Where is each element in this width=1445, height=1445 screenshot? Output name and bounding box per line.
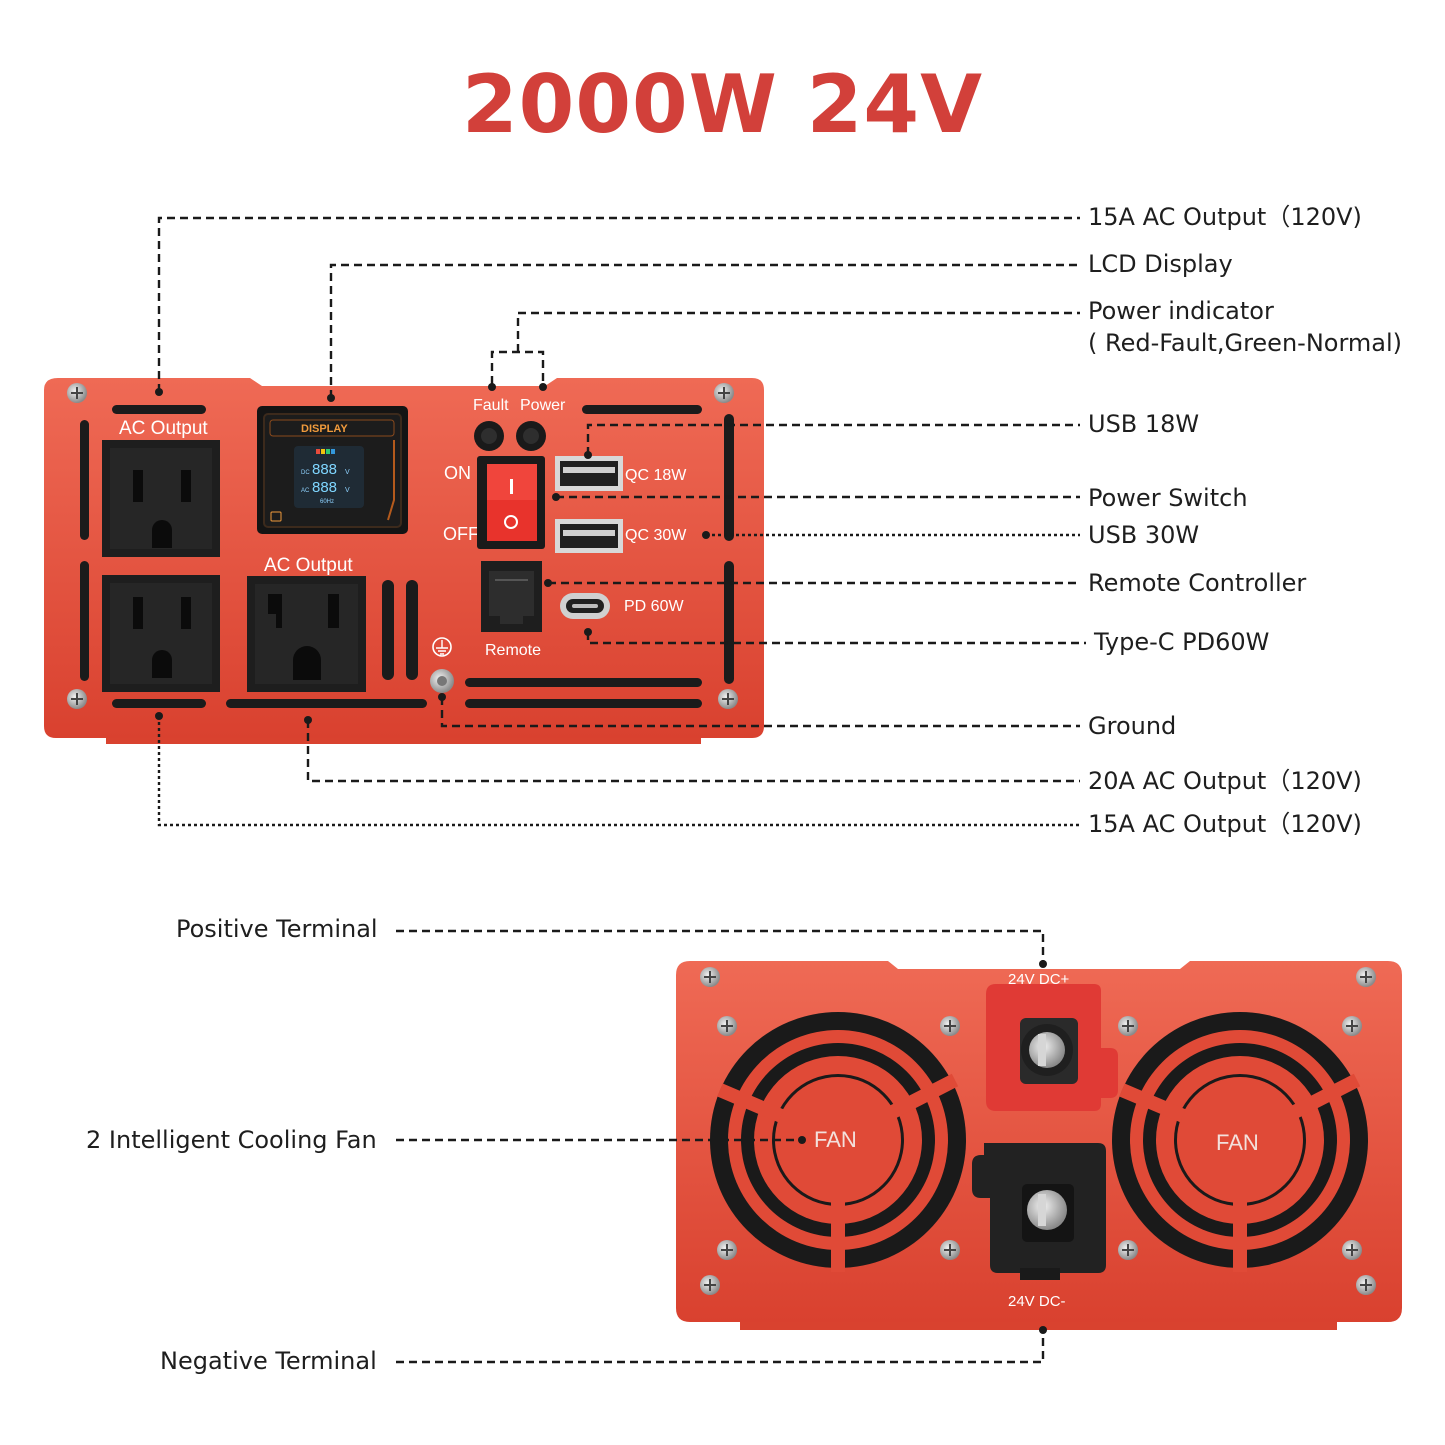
callout-15a-ac-output-top: 15A AC Output（120V) (1088, 203, 1362, 231)
label-ac-output-20a: AC Output (264, 555, 353, 576)
callout-power-indicator: Power indicator (1088, 297, 1274, 325)
screw-icon (718, 689, 738, 709)
ground-icon (432, 637, 452, 657)
label-display: DISPLAY (301, 423, 348, 435)
screw-icon (700, 1275, 720, 1295)
lcd-dc-value: 888 (312, 461, 337, 478)
callout-negative-terminal: Negative Terminal (160, 1347, 377, 1375)
callout-cooling-fan: 2 Intelligent Cooling Fan (86, 1126, 377, 1154)
screw-icon (940, 1016, 960, 1036)
waveform-icon (270, 511, 282, 522)
ac-outlet-15a-top[interactable] (102, 440, 220, 557)
callout-remote-controller: Remote Controller (1088, 569, 1307, 597)
positive-terminal[interactable] (986, 984, 1118, 1111)
front-leader-lines (157, 216, 1086, 783)
screw-icon (700, 967, 720, 987)
callout-lcd-display: LCD Display (1088, 250, 1233, 278)
label-fan-right: FAN (1216, 1130, 1259, 1155)
front-panel: AC Output AC Output DISPLAY DC 888 V AC … (44, 378, 764, 744)
screw-icon (1118, 1016, 1138, 1036)
label-qc18: QC 18W (625, 467, 687, 484)
label-fault: Fault (473, 397, 509, 414)
ac-outlet-15a-bottom[interactable] (102, 575, 220, 692)
label-pd60: PD 60W (624, 598, 684, 615)
label-fan-left: FAN (814, 1127, 857, 1152)
label-ac-output: AC Output (119, 418, 208, 439)
lcd-ac-label: AC (301, 488, 310, 494)
label-off: OFF (443, 524, 479, 544)
leader-dots (155, 383, 710, 724)
callout-power-indicator-note: ( Red-Fault,Green-Normal) (1088, 329, 1403, 357)
power-indicator-light (516, 421, 546, 451)
screw-icon (1356, 967, 1376, 987)
screw-icon (67, 383, 87, 403)
screw-icon (1342, 1016, 1362, 1036)
callout-positive-terminal: Positive Terminal (176, 915, 378, 943)
rear-leader-dots (798, 960, 1047, 1334)
label-power: Power (520, 397, 566, 414)
lcd-v1: V (345, 469, 350, 476)
screw-icon (1356, 1275, 1376, 1295)
screw-icon (717, 1016, 737, 1036)
label-on: ON (444, 463, 471, 483)
callout-20a-ac-output: 20A AC Output（120V) (1088, 767, 1362, 795)
cooling-fan-right (1112, 1012, 1368, 1272)
rear-leader-lines (396, 929, 1045, 1364)
screw-icon (717, 1240, 737, 1260)
label-dc-minus: 24V DC- (1008, 1293, 1066, 1310)
screw-icon (714, 383, 734, 403)
callout-usb-30w: USB 30W (1088, 521, 1200, 549)
callout-power-switch: Power Switch (1088, 484, 1248, 512)
lcd-dc-label: DC (301, 470, 310, 476)
usb-port-qc30[interactable] (555, 519, 623, 553)
screw-icon (940, 1240, 960, 1260)
screw-icon (1118, 1240, 1138, 1260)
usb-port-qc18[interactable] (555, 456, 623, 491)
fault-indicator-light (474, 421, 504, 451)
ground-terminal[interactable] (430, 669, 454, 693)
screw-icon (67, 689, 87, 709)
power-switch[interactable] (477, 456, 545, 549)
rear-panel: FAN FAN 24V DC+ (676, 961, 1402, 1330)
callout-15a-ac-output-bottom: 15A AC Output（120V) (1088, 810, 1362, 838)
ac-outlet-20a[interactable] (247, 576, 366, 692)
callout-type-c-pd60w: Type-C PD60W (1094, 628, 1270, 656)
front-leader-lines-dotted (157, 533, 1080, 827)
lcd-ac-value: 888 (312, 479, 337, 496)
screw-icon (1342, 1240, 1362, 1260)
lcd-display: DISPLAY DC 888 V AC 888 V 60Hz (257, 406, 408, 534)
vent-slots (80, 405, 734, 708)
callout-usb-18w: USB 18W (1088, 410, 1200, 438)
page-title: 2000W 24V (462, 58, 983, 151)
lcd-v2: V (345, 487, 350, 494)
callout-ground: Ground (1088, 712, 1177, 740)
label-remote: Remote (485, 642, 541, 659)
cooling-fan-left (710, 1012, 966, 1272)
negative-terminal[interactable] (972, 1143, 1106, 1280)
label-dc-plus: 24V DC+ (1008, 971, 1070, 988)
lcd-hz: 60Hz (320, 499, 334, 505)
usb-c-port[interactable] (560, 593, 610, 619)
label-qc30: QC 30W (625, 527, 687, 544)
remote-port[interactable] (481, 561, 542, 632)
